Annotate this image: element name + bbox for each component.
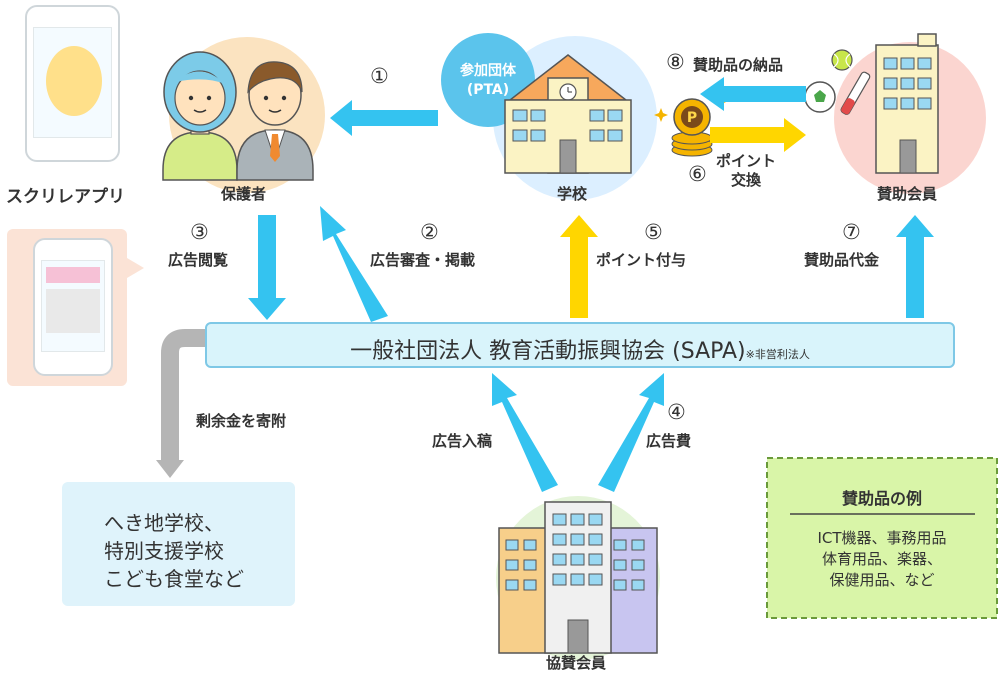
app-screen	[33, 27, 112, 138]
ad-submit-label: 広告入稿	[432, 432, 493, 450]
flow-6-label: ポイント 交換	[716, 152, 777, 189]
sapa-label: 一般社団法人 教育活動振興協会 (SAPA)※非営利法人	[207, 333, 953, 365]
pta-label: 参加団体 (PTA)	[460, 63, 516, 98]
cosponsors-label: 協賛会員	[546, 654, 607, 672]
arrow-3	[248, 215, 286, 320]
sapa-box: 一般社団法人 教育活動振興協会 (SAPA)※非営利法人	[205, 322, 955, 368]
sapa-name: 一般社団法人 教育活動振興協会 (SAPA)	[350, 339, 746, 364]
flow-1-number: ①	[370, 64, 389, 88]
app-preview-pointer	[127, 258, 144, 278]
sports-goods-icon	[804, 49, 871, 115]
sponsors-label: 賛助会員	[877, 185, 938, 203]
sponsor-building-icon	[875, 33, 939, 174]
arrow-4	[598, 373, 664, 492]
arrow-donation	[161, 329, 210, 462]
flow-3-label: 広告閲覧	[168, 251, 229, 269]
flow-8-number: ⑧	[666, 50, 685, 74]
examples-box	[766, 457, 998, 619]
guardian-man-icon	[236, 61, 314, 181]
school-building-icon	[504, 54, 632, 174]
arrow-ad-submit	[492, 373, 558, 492]
donation-target-text: へき地学校、 特別支援学校 こども食堂など	[104, 511, 244, 591]
flow-2-number: ②	[420, 220, 439, 244]
app-phone-main	[25, 5, 120, 162]
flow-7-label: 賛助品代金	[804, 251, 880, 269]
flow-2-label: 広告審査・掲載	[370, 251, 476, 269]
flow-3-number: ③	[190, 220, 209, 244]
arrow-7	[896, 215, 934, 318]
flow-5-label: ポイント付与	[596, 251, 687, 269]
guardians-label: 保護者	[221, 185, 267, 203]
arrow-1	[330, 100, 438, 136]
point-coins-icon	[654, 96, 726, 157]
ad-banner	[46, 267, 100, 283]
arrow-5	[560, 215, 598, 318]
school-label: 学校	[557, 185, 588, 203]
donation-target-box	[62, 482, 295, 606]
flow-4-label: 広告費	[646, 432, 692, 450]
examples-title: 賛助品の例	[841, 489, 922, 508]
coin-letter: P	[687, 110, 697, 126]
flow-6-number: ⑥	[688, 162, 707, 186]
flow-4-number: ④	[667, 400, 686, 424]
arrow-8	[700, 77, 806, 111]
sapa-note: ※非営利法人	[745, 348, 810, 361]
child-face-icon	[46, 46, 102, 116]
app-phone-ad	[33, 238, 113, 376]
cosponsor-buildings-icon	[498, 501, 658, 654]
ad-table	[46, 289, 100, 333]
app-label: スクリレアプリ	[6, 187, 125, 207]
flow-7-number: ⑦	[842, 220, 861, 244]
donate-label: 剰余金を寄附	[196, 412, 287, 430]
arrow-6	[710, 118, 806, 152]
flow-8-label: 賛助品の納品	[693, 56, 784, 74]
flow-5-number: ⑤	[644, 220, 663, 244]
arrow-2	[320, 206, 388, 322]
ad-screen	[41, 260, 105, 352]
examples-body: ICT機器、事務用品 体育用品、楽器、 保健用品、など	[817, 529, 947, 589]
guardian-woman-icon	[162, 51, 238, 181]
